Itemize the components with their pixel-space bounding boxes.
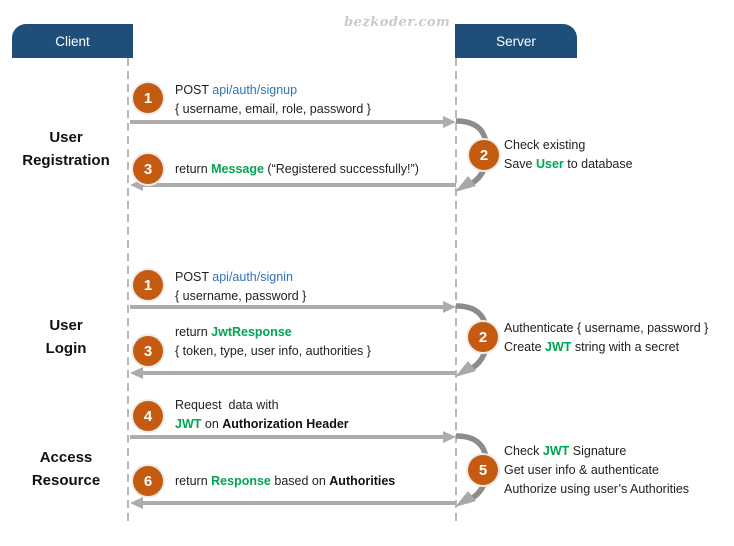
server-note-access: Check JWT Signature Get user info & auth… <box>504 442 689 499</box>
message-registration-request: POST api/auth/signup { username, email, … <box>175 81 371 119</box>
step-circle-4: 4 <box>133 401 163 431</box>
note-line: Get user info & authenticate <box>504 463 659 477</box>
step-circle-6: 6 <box>133 466 163 496</box>
http-method: POST <box>175 83 213 97</box>
bold-authorization-header: Authorization Header <box>222 417 349 431</box>
endpoint-signup: api/auth/signup <box>212 83 298 97</box>
server-actor-label: Server <box>496 33 536 49</box>
request-payload: { username, password } <box>175 289 307 303</box>
request-payload: { username, email, role, password } <box>175 102 371 116</box>
server-lifeline <box>455 58 457 526</box>
highlight-jwt: JWT <box>545 340 572 354</box>
section-label-user-login: User Login <box>0 314 132 360</box>
step-circle-1: 1 <box>133 270 163 300</box>
bold-authorities: Authorities <box>329 474 396 488</box>
step-circle-3: 3 <box>133 336 163 366</box>
section-label-line: Registration <box>22 152 110 169</box>
note-line: Check JWT Signature <box>504 444 627 458</box>
message-line: POST api/auth/signin <box>175 268 306 287</box>
note-line: Create JWT string with a secret <box>504 340 680 354</box>
arrow-shaft <box>130 435 443 439</box>
highlight-response: Response <box>211 474 271 488</box>
client-actor-label: Client <box>55 33 90 49</box>
note-line: Save User to database <box>504 157 633 171</box>
highlight-jwt: JWT <box>542 444 570 458</box>
arrow-shaft <box>143 501 456 505</box>
message-line: return Message (“Registered successfully… <box>175 162 419 176</box>
server-note-registration: Check existing Save User to database <box>504 136 633 174</box>
arrow-shaft <box>143 183 456 187</box>
message-line: return JwtResponse <box>175 325 292 339</box>
section-label-line: User <box>49 129 83 146</box>
section-label-line: Access <box>39 449 93 466</box>
http-method: POST <box>175 270 213 284</box>
highlight-jwtresponse: JwtResponse <box>211 325 292 339</box>
step-circle-1: 1 <box>133 83 163 113</box>
watermark: bezkoder.com <box>344 15 451 30</box>
note-line: Check existing <box>504 138 586 152</box>
endpoint-signin: api/auth/signin <box>212 270 293 284</box>
section-label-line: User <box>49 317 83 334</box>
response-arrow-registration <box>130 179 456 191</box>
message-line: POST api/auth/signup <box>175 81 371 100</box>
arrow-head-right-icon <box>443 431 456 443</box>
arrow-head-right-icon <box>443 301 456 313</box>
section-label-user-registration: User Registration <box>0 126 132 172</box>
message-registration-response: return Message (“Registered successfully… <box>175 160 419 179</box>
client-lifeline <box>127 58 129 526</box>
arrow-head-right-icon <box>443 116 456 128</box>
arrow-shaft <box>130 120 443 124</box>
highlight-message: Message <box>211 162 264 176</box>
step-circle-2: 2 <box>468 322 498 352</box>
server-note-login: Authenticate { username, password } Crea… <box>504 319 708 357</box>
request-arrow-access <box>130 431 456 443</box>
message-line: return Response based on Authorities <box>175 474 396 488</box>
response-arrow-access <box>130 497 456 509</box>
response-arrow-login <box>130 367 456 379</box>
message-access-response: return Response based on Authorities <box>175 472 395 491</box>
highlight-user: User <box>535 157 564 171</box>
highlight-jwt: JWT <box>175 417 202 431</box>
step-circle-3: 3 <box>133 154 163 184</box>
message-login-response: return JwtResponse { token, type, user i… <box>175 323 371 361</box>
arrow-head-left-icon <box>130 367 143 379</box>
arrow-shaft <box>130 305 443 309</box>
note-line: Authorize using user’s Authorities <box>504 482 690 496</box>
request-arrow-login <box>130 301 456 313</box>
arrow-head-left-icon <box>130 497 143 509</box>
section-label-line: Login <box>45 340 87 357</box>
arrow-shaft <box>143 371 456 375</box>
step-circle-5: 5 <box>468 455 498 485</box>
section-label-line: Resource <box>31 472 101 489</box>
step-circle-2: 2 <box>469 140 499 170</box>
note-line: Authenticate { username, password } <box>504 321 709 335</box>
server-actor-box: Server <box>455 24 577 58</box>
section-label-access-resource: Access Resource <box>0 446 132 492</box>
message-access-request: Request data with JWT on Authorization H… <box>175 396 349 434</box>
message-line: Request data with <box>175 398 279 412</box>
message-line: JWT on Authorization Header <box>175 417 349 431</box>
message-login-request: POST api/auth/signin { username, passwor… <box>175 268 306 306</box>
client-actor-box: Client <box>12 24 133 58</box>
request-arrow-registration <box>130 116 456 128</box>
response-payload: { token, type, user info, authorities } <box>175 344 371 358</box>
